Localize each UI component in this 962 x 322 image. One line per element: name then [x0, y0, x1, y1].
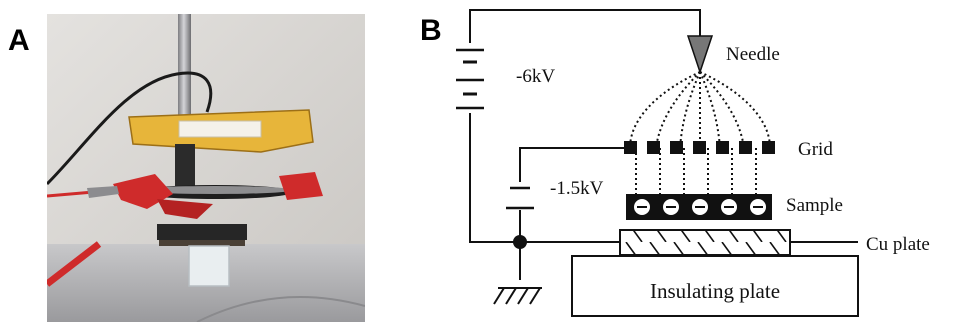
cu-plate — [619, 229, 791, 256]
needle-label: Needle — [726, 44, 780, 65]
lower-plate-side — [159, 240, 245, 246]
base-arc — [196, 296, 365, 322]
battery-1-5kv — [506, 186, 534, 210]
corona-discharge-lines — [629, 71, 771, 205]
grid-label: Grid — [798, 139, 833, 160]
cu-plate-label: Cu plate — [866, 234, 930, 255]
red-tape-right — [279, 172, 323, 200]
insulating-plate-label: Insulating plate — [650, 279, 780, 303]
lower-plate — [157, 224, 247, 240]
sample-disk-rim — [137, 186, 293, 194]
sample-label: Sample — [786, 195, 843, 216]
needle-holder — [175, 144, 195, 196]
panel-b-label: B — [420, 14, 442, 47]
needle-wire — [469, 9, 701, 43]
junction-node — [513, 235, 527, 249]
clip-left — [87, 186, 119, 198]
red-tape-front — [157, 199, 213, 219]
top-plate-white-label — [178, 120, 262, 138]
insulating-plate — [571, 255, 859, 317]
circuit-schematic: Needle -6kV Grid -1.5kV Sample Cu plate … — [456, 9, 930, 317]
source-voltage-label: -6kV — [516, 66, 555, 87]
red-wire-bottom — [47, 241, 102, 287]
black-cable — [47, 71, 213, 186]
grid-electrode — [624, 141, 775, 154]
grid-wire — [519, 147, 624, 182]
setup-photograph — [47, 14, 365, 322]
battery-6kv — [456, 48, 484, 110]
needle-tip — [686, 35, 714, 75]
grid-voltage-label: -1.5kV — [550, 178, 604, 199]
acrylic-block — [188, 245, 230, 287]
negative-charges — [634, 199, 766, 215]
panel-a-label: A — [8, 24, 30, 57]
ground-symbol — [493, 287, 542, 305]
main-ground-wire — [469, 113, 620, 243]
